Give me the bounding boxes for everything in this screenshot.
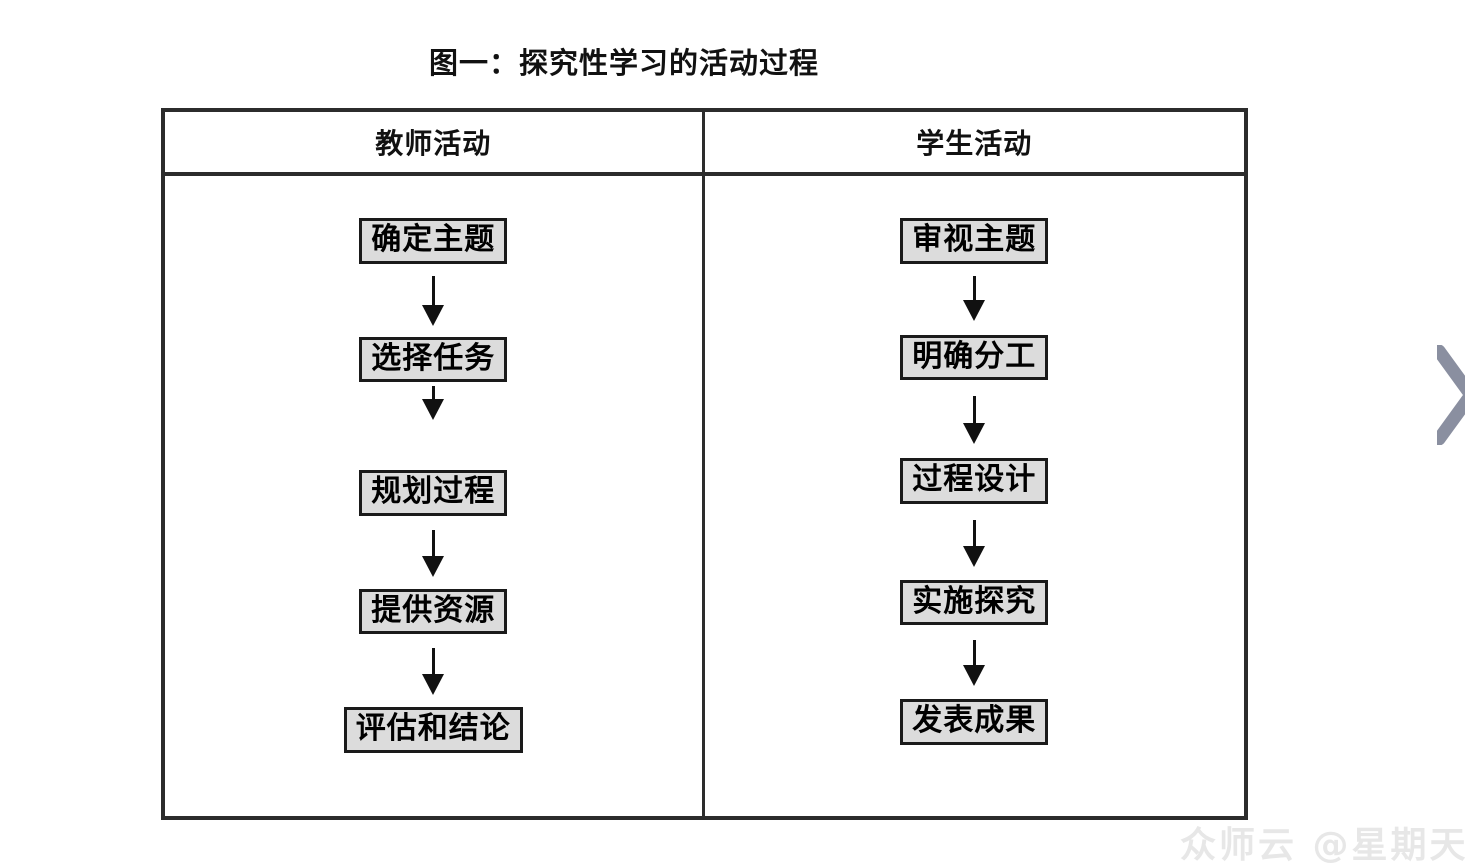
column-header-student-activity: 学生活动 xyxy=(916,127,1033,160)
arrow-down-icon xyxy=(961,396,987,445)
arrow-down-icon xyxy=(420,648,446,696)
table-body-row: 确定主题 选择任务 规划过程 提供资源 xyxy=(165,176,1244,820)
flow-node-student-4[interactable]: 实施探究 xyxy=(900,579,1049,626)
arrow-down-icon xyxy=(961,519,987,567)
page-title: 图一：探究性学习的活动过程 xyxy=(428,46,819,80)
flow-node-student-3[interactable]: 过程设计 xyxy=(900,458,1049,504)
teacher-flow-column: 确定主题 选择任务 规划过程 提供资源 xyxy=(165,176,702,820)
teacher-activity-cell: 确定主题 选择任务 规划过程 提供资源 xyxy=(165,176,705,820)
flow-node-teacher-3[interactable]: 规划过程 xyxy=(359,470,508,516)
table-header-row: 教师活动 学生活动 xyxy=(165,112,1244,176)
student-activity-cell: 审视主题 明确分工 过程设计 实施探究 xyxy=(705,176,1245,820)
flow-node-teacher-5[interactable]: 评估和结论 xyxy=(343,707,523,753)
student-flow-column: 审视主题 明确分工 过程设计 实施探究 xyxy=(705,176,1245,820)
flow-node-teacher-4[interactable]: 提供资源 xyxy=(359,588,508,635)
flow-node-teacher-1[interactable]: 确定主题 xyxy=(359,218,508,264)
flowchart-table: 教师活动 学生活动 确定主题 选择任务 规划过程 xyxy=(161,108,1248,820)
arrow-down-icon xyxy=(420,275,446,326)
flow-node-teacher-2[interactable]: 选择任务 xyxy=(359,336,508,383)
arrow-down-icon xyxy=(961,275,987,321)
chevron-right-icon xyxy=(1432,344,1465,446)
flow-node-student-1[interactable]: 审视主题 xyxy=(900,218,1049,264)
column-header-teacher-activity: 教师活动 xyxy=(165,112,705,172)
flow-node-student-2[interactable]: 明确分工 xyxy=(900,334,1049,381)
arrow-down-icon xyxy=(961,640,987,687)
watermark-text: 众师云 @星期天 xyxy=(1180,825,1465,866)
arrow-down-icon xyxy=(420,529,446,577)
flow-node-student-5[interactable]: 发表成果 xyxy=(900,699,1049,745)
arrow-down-icon xyxy=(420,386,446,421)
